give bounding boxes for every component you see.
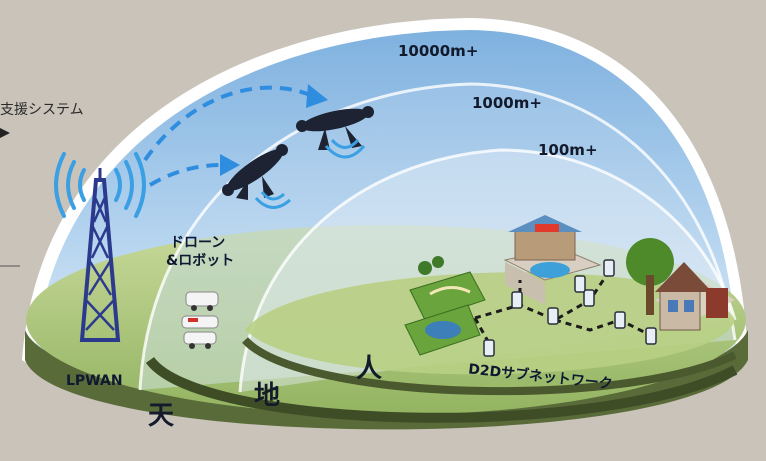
altitude-label-10000: 10000m+ — [398, 42, 479, 60]
park-tiles-icon — [404, 256, 486, 356]
arrow-head-lower-icon — [220, 154, 240, 176]
drone-robot-label-line2: &ロボット — [166, 253, 235, 269]
signal-waves-icon — [54, 152, 146, 218]
left-arrow-icon — [0, 128, 10, 138]
layer-step-chi — [242, 337, 737, 396]
layer-label-chi: 地 — [254, 381, 281, 411]
lpwan-tower-icon — [79, 168, 121, 342]
drone-wave-icon — [254, 138, 366, 209]
house-tree-icon — [626, 238, 735, 331]
building-pool-icon — [503, 215, 602, 305]
lpwan-label: LPWAN — [66, 373, 123, 389]
layer-step-ten — [145, 356, 738, 423]
inner-ground — [245, 272, 735, 375]
drone-upper-icon — [296, 106, 374, 150]
robot-vehicles-icon — [181, 291, 219, 349]
altitude-label-100: 100m+ — [538, 141, 598, 159]
layer-label-ten: 天 — [148, 401, 175, 431]
arrow-head-upper-icon — [306, 84, 328, 108]
drone-lower-icon — [222, 144, 288, 200]
drone-robot-label-line1: ドローン — [170, 235, 226, 251]
d2d-device-icons — [483, 259, 657, 357]
layer-label-hito: 人 — [356, 354, 383, 384]
dashed-link-arrows — [143, 85, 311, 187]
altitude-label-1000: 1000m+ — [472, 94, 542, 112]
left-caption: 支援システム — [0, 102, 84, 118]
